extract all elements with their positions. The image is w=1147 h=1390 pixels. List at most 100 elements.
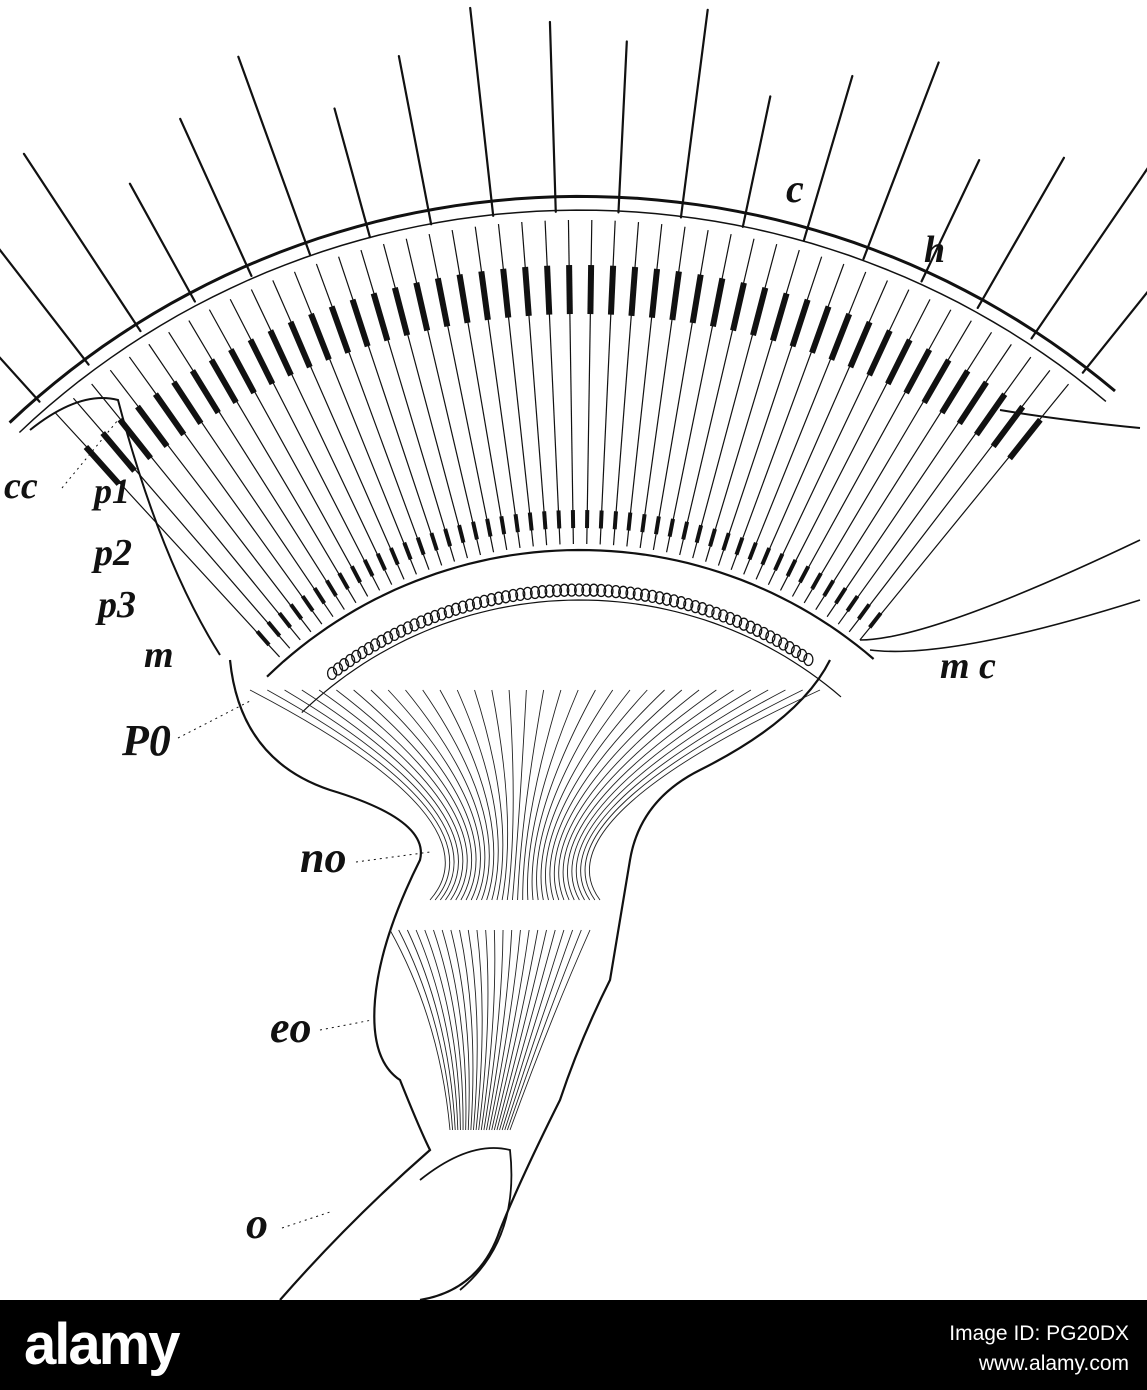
- nucleus-oval: [551, 583, 563, 598]
- nucleus-oval: [369, 638, 381, 652]
- nerve-fiber: [567, 689, 734, 901]
- nucleus-oval: [363, 641, 374, 656]
- crystalline-cone: [208, 358, 239, 405]
- crystalline-cone: [478, 270, 491, 321]
- pigment-mark: [542, 511, 548, 530]
- nucleus-oval: [351, 649, 362, 664]
- label-o: o: [246, 1199, 268, 1248]
- muscle-band-upper: [859, 539, 1141, 641]
- hair-line: [237, 55, 312, 256]
- crystalline-cone: [171, 380, 204, 425]
- nucleus-oval: [376, 634, 387, 648]
- crystalline-cone: [866, 329, 893, 377]
- nerve-fiber: [301, 689, 459, 901]
- nerve-fiber: [433, 929, 464, 1131]
- nucleus-oval: [537, 585, 548, 599]
- site-url-text[interactable]: www.alamy.com: [978, 1352, 1129, 1375]
- eye-diagram-svg: c h cc p1 p2 p3 m P0 m c no eo o: [0, 6, 1147, 1300]
- nucleus-oval: [676, 596, 687, 610]
- nucleus-oval: [457, 600, 468, 614]
- crystalline-cone: [391, 286, 411, 336]
- nerve-fiber: [536, 689, 614, 901]
- nerve-fiber: [527, 689, 579, 901]
- nerve-fiber: [478, 929, 489, 1131]
- label-cc: cc: [4, 465, 38, 507]
- nucleus-oval: [332, 662, 344, 676]
- pigment-mark: [681, 521, 690, 540]
- crystalline-cone: [308, 312, 332, 361]
- nucleus-oval: [493, 591, 504, 605]
- nerve-fiber: [501, 929, 565, 1131]
- nerve-fiber: [441, 929, 467, 1131]
- crystalline-cone: [669, 271, 682, 321]
- nucleus-oval: [668, 594, 680, 608]
- nuclear-layer-arc: [301, 599, 842, 714]
- pigment-mark: [667, 518, 675, 537]
- label-leaders: [61, 419, 431, 1229]
- pigment-mark: [527, 512, 534, 531]
- nerve-fiber: [496, 929, 547, 1131]
- nucleus-oval: [790, 644, 802, 659]
- hair-line: [976, 156, 1066, 310]
- nerve-fiber: [584, 689, 803, 901]
- nucleus-oval: [357, 645, 368, 660]
- pigment-mark: [653, 516, 661, 535]
- crystalline-cone: [349, 298, 371, 348]
- crystalline-cone: [247, 338, 276, 386]
- crystalline-cone: [328, 305, 352, 354]
- crystalline-cone: [117, 417, 153, 461]
- nerve-fiber: [467, 929, 478, 1131]
- nerve-fiber: [389, 929, 451, 1131]
- crystalline-cone: [566, 265, 573, 315]
- nucleus-oval: [429, 609, 441, 624]
- nucleus-oval: [486, 593, 497, 607]
- nucleus-oval: [326, 666, 338, 681]
- pigment-mark: [734, 537, 745, 556]
- crystalline-cone: [730, 282, 747, 332]
- nucleus-oval: [395, 624, 407, 638]
- nerve-fiber: [370, 689, 477, 901]
- nucleus-oval: [610, 584, 622, 599]
- hair-line: [679, 8, 709, 219]
- hair-line: [1081, 290, 1147, 374]
- nerve-fiber: [506, 689, 514, 901]
- retinula-rods: [55, 219, 1070, 658]
- nuclear-layer: [326, 583, 814, 681]
- hair-line: [548, 20, 557, 213]
- crystalline-cone: [903, 348, 933, 395]
- nucleus-oval: [402, 621, 413, 635]
- pigment-mark: [845, 595, 860, 613]
- nerve-fiber: [509, 929, 591, 1131]
- logo-wordmark: alamy: [24, 1314, 180, 1376]
- nerve-fiber: [531, 689, 596, 901]
- crystalline-cone: [189, 369, 221, 415]
- pigment-mark: [362, 558, 375, 577]
- nucleus-oval: [389, 627, 400, 642]
- pigment-mark: [798, 565, 811, 584]
- crystalline-cone: [544, 265, 553, 315]
- nucleus-oval: [697, 602, 708, 616]
- label-h: h: [924, 229, 945, 271]
- pigment-mark: [312, 587, 327, 605]
- hair-line: [617, 40, 628, 214]
- nucleus-oval: [450, 602, 461, 616]
- pigment-mark: [375, 552, 387, 571]
- nucleus-oval: [596, 583, 607, 598]
- nucleus-oval: [559, 583, 570, 597]
- nucleus-oval: [436, 607, 447, 621]
- nucleus-oval: [422, 612, 434, 626]
- nerve-fiber: [483, 929, 504, 1131]
- crystalline-cone: [921, 358, 952, 405]
- nerve-fiber: [474, 689, 504, 901]
- nerve-fiber: [558, 689, 700, 901]
- crystalline-cone: [769, 292, 790, 342]
- pigment-mark: [337, 572, 350, 590]
- nucleus-oval: [752, 623, 763, 637]
- crystalline-cone: [990, 404, 1026, 449]
- nucleus-oval: [382, 631, 394, 645]
- image-id-text: Image ID: PG20DX: [949, 1322, 1129, 1345]
- nerve-fiber: [491, 689, 509, 901]
- crystalline-cone: [809, 305, 832, 354]
- cornea-inner-arc: [18, 209, 1107, 434]
- nerve-fiber: [456, 689, 499, 901]
